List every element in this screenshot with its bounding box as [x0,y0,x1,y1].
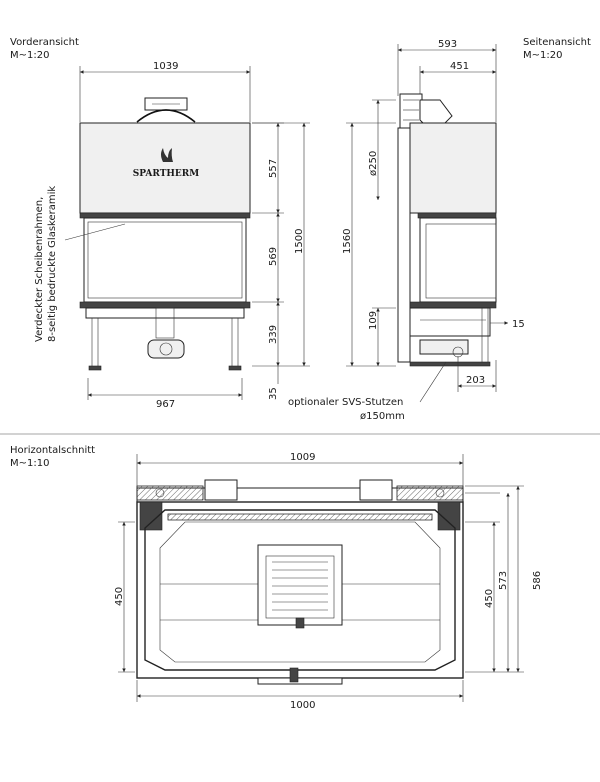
sec-depth-mid-label: 573 [498,571,509,590]
front-bottom-frame [79,301,251,309]
sec-inner-depth-left-label: 450 [114,587,125,606]
section-firebox-liner [167,513,433,521]
frame-note-line2: 8-seitig bedruckte Glaskeramik [47,186,58,342]
side-depth-total-label: 593 [438,39,457,50]
side-h-lower-label: 109 [368,311,379,330]
section-top-block-right [396,485,464,501]
side-flue-diameter-label: ø250 [368,151,379,176]
section-top-block-left [136,485,204,501]
section-front-handle [257,677,343,685]
sec-width-bottom-label: 1000 [290,700,315,711]
front-foot-left [88,365,102,371]
sec-inner-depth-right-label: 450 [484,589,495,608]
front-view: 1039 SPARTHERM 967 [34,61,310,410]
side-base [409,307,491,337]
front-h-glass-label: 569 [268,247,279,266]
side-view-title: Seitenansicht [523,37,591,48]
flue-label: optionaler SVS-Stutzen [288,397,403,408]
side-view: 593 451 1560 ø250 109 15 [288,39,525,422]
side-back-wall [397,127,411,363]
frame-note-line1: Verdeckter Scheibenrahmen, [34,197,45,342]
front-width-top-label: 1039 [153,61,178,72]
sec-depth-total-label: 586 [532,571,543,590]
section-right-column [437,501,461,531]
front-base [85,307,245,319]
section-grate [257,544,343,626]
front-h-upper-label: 557 [268,159,279,178]
front-foot-right [228,365,242,371]
brand-label: SPARTHERM [133,169,199,179]
section-firebox-outer [144,509,456,671]
front-h-total-label: 1500 [294,229,305,254]
front-frame-band [79,212,251,219]
section-left-column [139,501,163,531]
side-h-total-label: 1560 [342,229,353,254]
front-view-scale: M~1:20 [10,50,49,61]
section-view: 1009 1000 [114,452,543,711]
front-flue-stub [147,339,185,359]
side-upper-body [409,122,497,214]
front-feet-label: 35 [268,387,279,400]
side-glass-frame [417,212,497,219]
flue-diameter-label: ø150mm [360,411,405,422]
front-view-title: Vorderansicht [10,37,79,48]
section-firebox-inner [159,521,441,663]
front-glass [83,217,247,303]
side-bottom-frame [409,301,497,309]
side-foot [409,361,491,367]
top-handle [136,109,196,123]
side-glass [419,217,497,303]
side-depth-upper-label: 451 [450,61,469,72]
front-width-bottom-label: 967 [156,399,175,410]
side-offset-label: 15 [512,319,525,330]
side-flue-stub [419,339,469,355]
section-view-scale: M~1:10 [10,458,49,469]
spartherm-logo-icon: SPARTHERM [133,148,199,179]
side-flue-offset-label: 203 [466,375,485,386]
front-upper-panel [79,122,251,214]
side-view-scale: M~1:20 [523,50,562,61]
front-h-lower-label: 339 [268,325,279,344]
section-view-title: Horizontalschnitt [10,445,95,456]
sec-width-top-label: 1009 [290,452,315,463]
